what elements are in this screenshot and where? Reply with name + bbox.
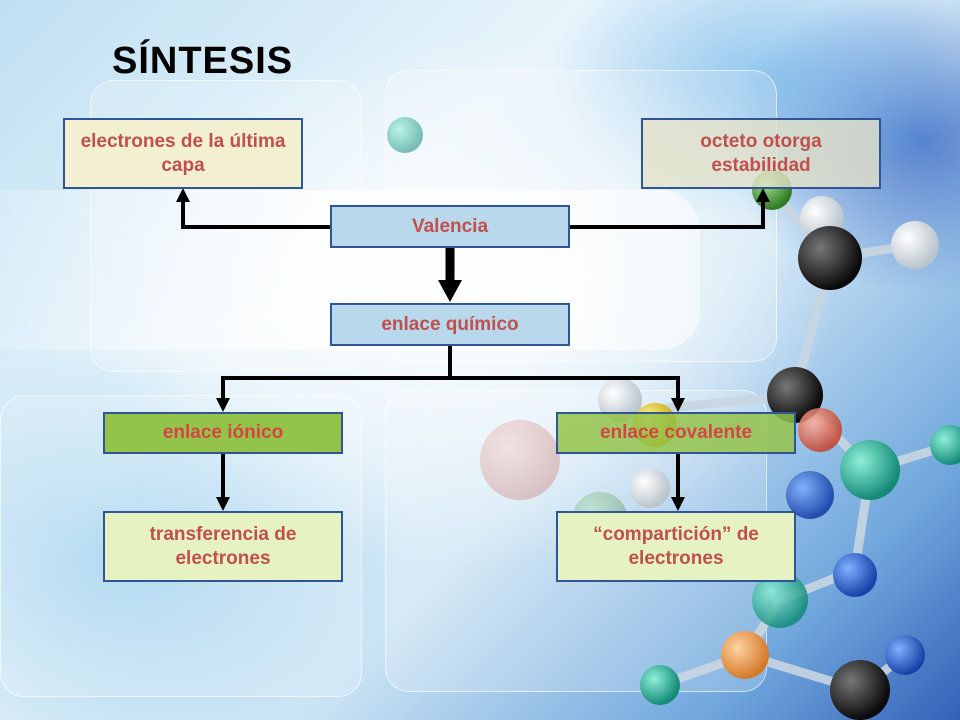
arrow-enlace-to-ionico	[221, 376, 450, 398]
arrowhead	[176, 188, 190, 202]
arrowhead	[756, 188, 770, 202]
arrow-valencia-to-octet	[570, 202, 765, 229]
node-octet-stability: octeto otorga estabilidad	[641, 118, 881, 189]
node-electron-transfer: transferencia de electrones	[103, 511, 343, 582]
node-valence-electrons: electrones de la última capa	[63, 118, 303, 189]
arrowhead	[216, 398, 230, 412]
node-valencia: Valencia	[330, 205, 570, 248]
arrowhead	[671, 497, 685, 511]
node-ionic-bond: enlace iónico	[103, 412, 343, 454]
arrow-enlace-to-covalente	[450, 376, 680, 398]
arrow-valencia-to-electrons	[181, 202, 330, 229]
node-chemical-bond: enlace químico	[330, 303, 570, 346]
arrowhead	[438, 280, 462, 302]
arrowhead	[671, 398, 685, 412]
arrowhead	[216, 497, 230, 511]
node-covalent-bond: enlace covalente	[556, 412, 796, 454]
page-title: SÍNTESIS	[112, 40, 294, 82]
node-electron-sharing: “compartición” de electrones	[556, 511, 796, 582]
